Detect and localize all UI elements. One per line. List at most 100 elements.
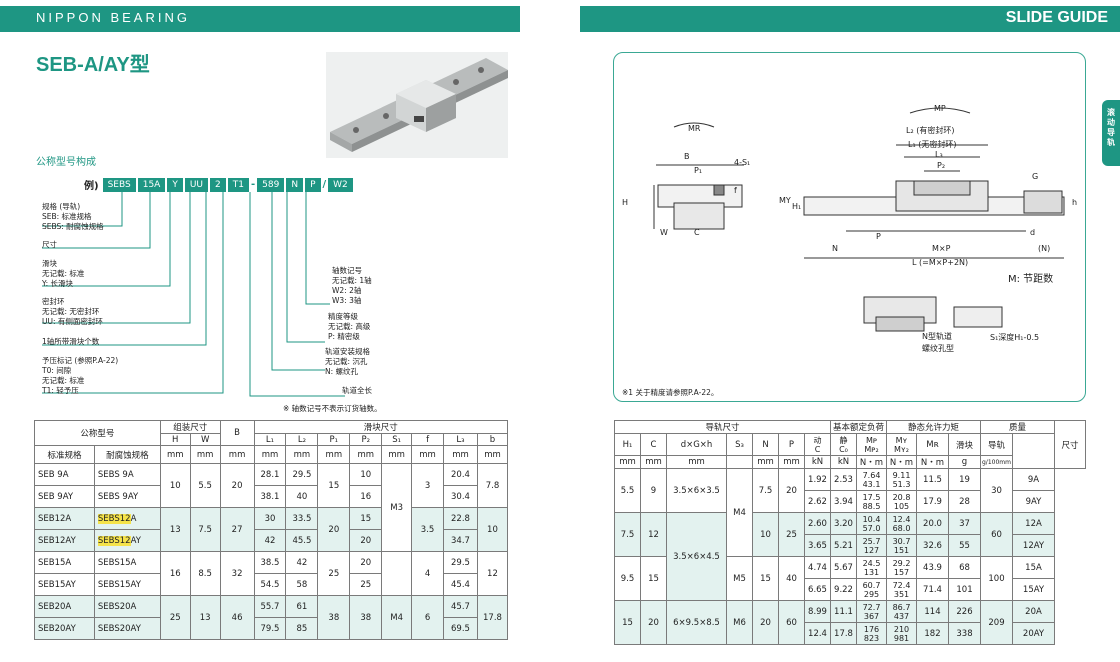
cell: 114 — [916, 600, 949, 623]
side-tab[interactable]: 滚动导轨 — [1102, 100, 1120, 166]
cell: 25 — [778, 512, 805, 557]
legend-line: 密封环 — [42, 297, 65, 306]
cell: SEB 9A — [34, 463, 95, 486]
cell: 20 — [640, 600, 667, 645]
cell: 32 — [219, 551, 255, 596]
legend-line: 无记载: 无密封环 — [42, 307, 100, 316]
legend-line: 轴数记号 — [332, 266, 362, 275]
legend-line: SEB: 标准规格 — [42, 212, 92, 221]
cell: 28 — [948, 490, 981, 513]
label-B: B — [684, 152, 690, 161]
pitch-note: M: 节距数 — [1008, 274, 1054, 285]
highlight: SEBS12 — [97, 535, 131, 546]
unit: kN — [804, 455, 831, 469]
technical-drawing: MR MP MY L₂ (有密封环) L₁ (无密封环) L₃ P₂ P₁ B … — [622, 104, 1077, 353]
cell: SEBS15A — [93, 551, 161, 574]
cell-line: 72.4 — [892, 580, 911, 590]
cell: 3.5 — [411, 507, 445, 552]
th-S3: S₃ — [726, 433, 753, 456]
cell: 25 — [159, 595, 191, 640]
cell: M6 — [726, 600, 753, 645]
code-box: Y — [167, 177, 183, 192]
cell-line: 823 — [863, 633, 880, 643]
unit: g — [948, 455, 981, 469]
cell: SEBS12A — [93, 507, 161, 530]
th-MY2: Mʏ₂ — [894, 444, 909, 454]
th-assembly: 组装尺寸 — [159, 420, 221, 434]
label-P1: P₁ — [694, 166, 702, 175]
legend-line: T0: 间隙 — [42, 366, 72, 375]
label-MY: MY — [779, 196, 791, 205]
cell-line: 351 — [893, 589, 910, 599]
cell: 10 — [476, 507, 509, 552]
cell: 5.21 — [830, 534, 857, 557]
cell: 30 — [980, 468, 1013, 513]
unit: mm — [285, 445, 319, 464]
legend-line: 无记载: 1轴 — [332, 276, 372, 285]
cell: 22.8 — [443, 507, 478, 530]
cell-line: 88.5 — [862, 501, 881, 511]
cell-line: 17.5 — [862, 492, 881, 502]
th-C: C — [640, 433, 667, 456]
cell: 32.6 — [916, 534, 949, 557]
th-sta-label: 静 — [839, 435, 848, 445]
legend-line: 无记载: 标准 — [42, 269, 85, 278]
legend-preload: 予压标记 (参照P.A-22) T0: 间隙 无记载: 标准 T1: 轻予压 — [42, 356, 118, 396]
table-row: SEB12AY SEBS12AY 42 45.5 20 34.7 — [34, 529, 508, 552]
th-H: H — [159, 433, 191, 446]
cell: 226 — [948, 600, 981, 623]
cell-line: 68.0 — [892, 523, 911, 533]
right-spec-table: 导轨尺寸 基本额定负荷 静态允许力矩 质量 尺寸 H₁ C d×G×h S₃ N… — [614, 420, 1086, 645]
legend-line: W2: 2轴 — [332, 286, 362, 295]
cell: SEBS20A — [93, 595, 161, 618]
cell-line: 131 — [863, 567, 880, 577]
cell: 68 — [948, 556, 981, 579]
cell: 16 — [159, 551, 191, 596]
th-P: P — [778, 433, 805, 456]
th-rail: 导轨尺寸 — [614, 420, 831, 434]
cell: 38.5 — [253, 551, 287, 574]
th-corrosion: 耐腐蚀规格 — [93, 445, 161, 464]
cell: 3.65 — [804, 534, 831, 557]
unit: mm — [778, 455, 805, 469]
table-row: SEB 9A SEBS 9A 10 5.5 20 28.1 29.5 15 10… — [34, 463, 509, 552]
unit: mm — [219, 445, 255, 464]
th-P2: P₂ — [349, 433, 383, 446]
cell: 4.74 — [804, 556, 831, 579]
cell: 2.53 — [830, 468, 857, 491]
code-section-title: 公称型号构成 — [36, 157, 96, 168]
label-G: G — [1032, 172, 1038, 181]
cell: 20 — [349, 551, 383, 574]
cell: 43.9 — [916, 556, 949, 579]
cell: 7.5 — [189, 507, 221, 552]
cell-suffix: A — [130, 513, 137, 524]
cell: SEBS12AY — [93, 529, 161, 552]
legend-line: 无记载: 高级 — [328, 322, 371, 331]
label-P: P — [876, 232, 881, 241]
th-P1: P₁ — [317, 433, 351, 446]
cell: 20AY — [1012, 622, 1055, 645]
cell — [381, 551, 413, 596]
cell: SEB12AY — [34, 529, 95, 552]
cell: 17.9 — [916, 490, 949, 513]
cell-suffix: AY — [130, 535, 141, 546]
cell: 15A — [1012, 556, 1055, 579]
unit: mm — [253, 445, 287, 464]
product-photo — [326, 52, 508, 158]
unit: mm — [381, 445, 413, 464]
cell: 8.99 — [804, 600, 831, 623]
code-box: 589 — [257, 177, 285, 192]
drawing-footnote: ※1 关于精度请参照P.A-22。 — [622, 388, 719, 397]
cell: 42 — [253, 529, 287, 552]
th-slider: 滑块尺寸 — [253, 420, 509, 434]
cell: 9.5 — [614, 556, 641, 601]
label-h: h — [1072, 198, 1077, 207]
legend-line: 规格 (导轨) — [42, 202, 81, 211]
legend-rail-mount: 轨道安装规格 无记载: 沉孔 N: 螺纹孔 — [325, 347, 370, 377]
